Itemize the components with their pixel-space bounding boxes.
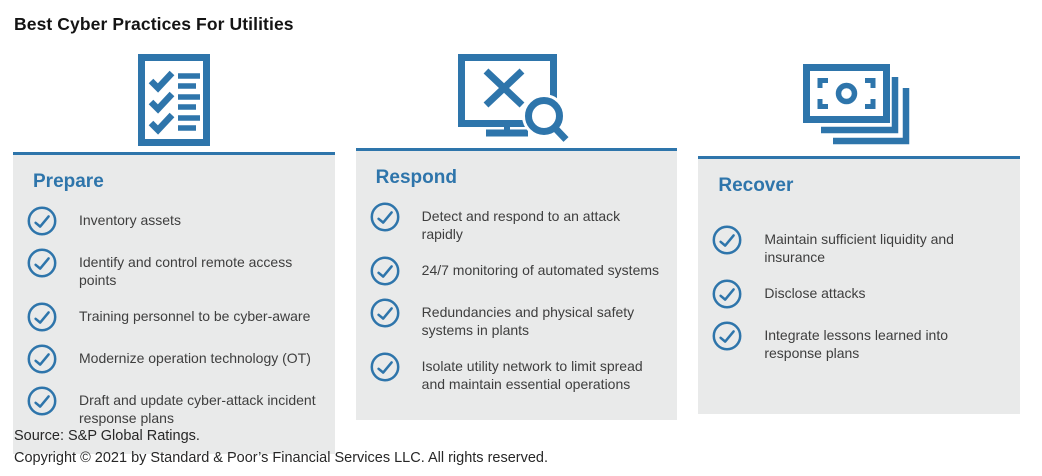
panel-heading: Respond [375, 167, 457, 188]
columns-container: Prepare Inventory assets Identify and co… [13, 54, 1021, 454]
checklist-item-label: Maintain sufficient liquidity and insura… [764, 231, 954, 266]
checklist-item-label: 24/7 monitoring of automated systems [421, 261, 660, 278]
checklist-item-label: Redundancies and physical safety systems… [421, 303, 635, 339]
checklist-item: Disclose attacks [712, 279, 1006, 309]
banknotes-icon [698, 54, 1020, 156]
checklist-item: Integrate lessons learned into response … [712, 321, 1006, 363]
footer: Source: S&P Global Ratings. Copyright © … [14, 426, 1042, 470]
checklist-item: Maintain sufficient liquidity and insura… [712, 225, 1006, 267]
checklist-item-label: Identify and control remote access point… [79, 254, 293, 289]
copyright-line: Copyright © 2021 by Standard & Poor’s Fi… [14, 449, 549, 466]
checklist-item: Training personnel to be cyber-aware [27, 302, 321, 332]
check-circle-icon [27, 344, 57, 374]
check-circle-icon [370, 256, 400, 286]
checklist-item: Draft and update cyber-attack incident r… [27, 386, 321, 428]
check-circle-icon [370, 352, 400, 382]
checklist-item: Modernize operation technology (OT) [27, 344, 321, 374]
column-respond: Respond Detect and respond to an attack … [355, 54, 678, 420]
source-line: Source: S&P Global Ratings. [14, 428, 200, 444]
checklist-item-label: Draft and update cyber-attack incident r… [79, 391, 316, 427]
check-circle-icon [712, 225, 742, 255]
checklist-icon [13, 54, 335, 152]
check-circle-icon [27, 206, 57, 236]
checklist-item: 24/7 monitoring of automated systems [370, 256, 664, 286]
panel-respond: Respond Detect and respond to an attack … [355, 148, 678, 420]
checklist-item-label: Disclose attacks [764, 284, 866, 301]
panel-heading: Prepare [33, 171, 104, 192]
page-title: Best Cyber Practices For Utilities [14, 14, 294, 34]
column-recover: Recover Maintain sufficient liquidity an… [698, 54, 1021, 414]
checklist-item-label: Inventory assets [79, 212, 181, 228]
checklist-item: Isolate utility network to limit spread … [370, 352, 664, 394]
checklist-item: Identify and control remote access point… [27, 248, 321, 290]
checklist-item-label: Detect and respond to an attack rapidly [421, 208, 621, 243]
monitor-search-icon [356, 54, 678, 148]
panel-prepare: Prepare Inventory assets Identify and co… [13, 152, 335, 454]
checklist-item: Detect and respond to an attack rapidly [370, 202, 664, 244]
check-circle-icon [370, 298, 400, 328]
column-prepare: Prepare Inventory assets Identify and co… [13, 54, 335, 454]
check-circle-icon [370, 202, 400, 232]
panel-recover: Recover Maintain sufficient liquidity an… [698, 156, 1021, 414]
checklist-item-label: Integrate lessons learned into response … [764, 326, 949, 362]
checklist-item-label: Isolate utility network to limit spread … [421, 357, 643, 393]
check-circle-icon [27, 248, 57, 278]
check-circle-icon [712, 279, 742, 309]
checklist-item: Redundancies and physical safety systems… [370, 298, 664, 340]
check-circle-icon [27, 302, 57, 332]
checklist-item: Inventory assets [27, 206, 321, 236]
check-circle-icon [27, 386, 57, 416]
panel-heading: Recover [718, 175, 794, 196]
check-circle-icon [712, 321, 742, 351]
checklist-item-label: Modernize operation technology (OT) [79, 349, 311, 366]
checklist-item-label: Training personnel to be cyber-aware [79, 307, 311, 324]
